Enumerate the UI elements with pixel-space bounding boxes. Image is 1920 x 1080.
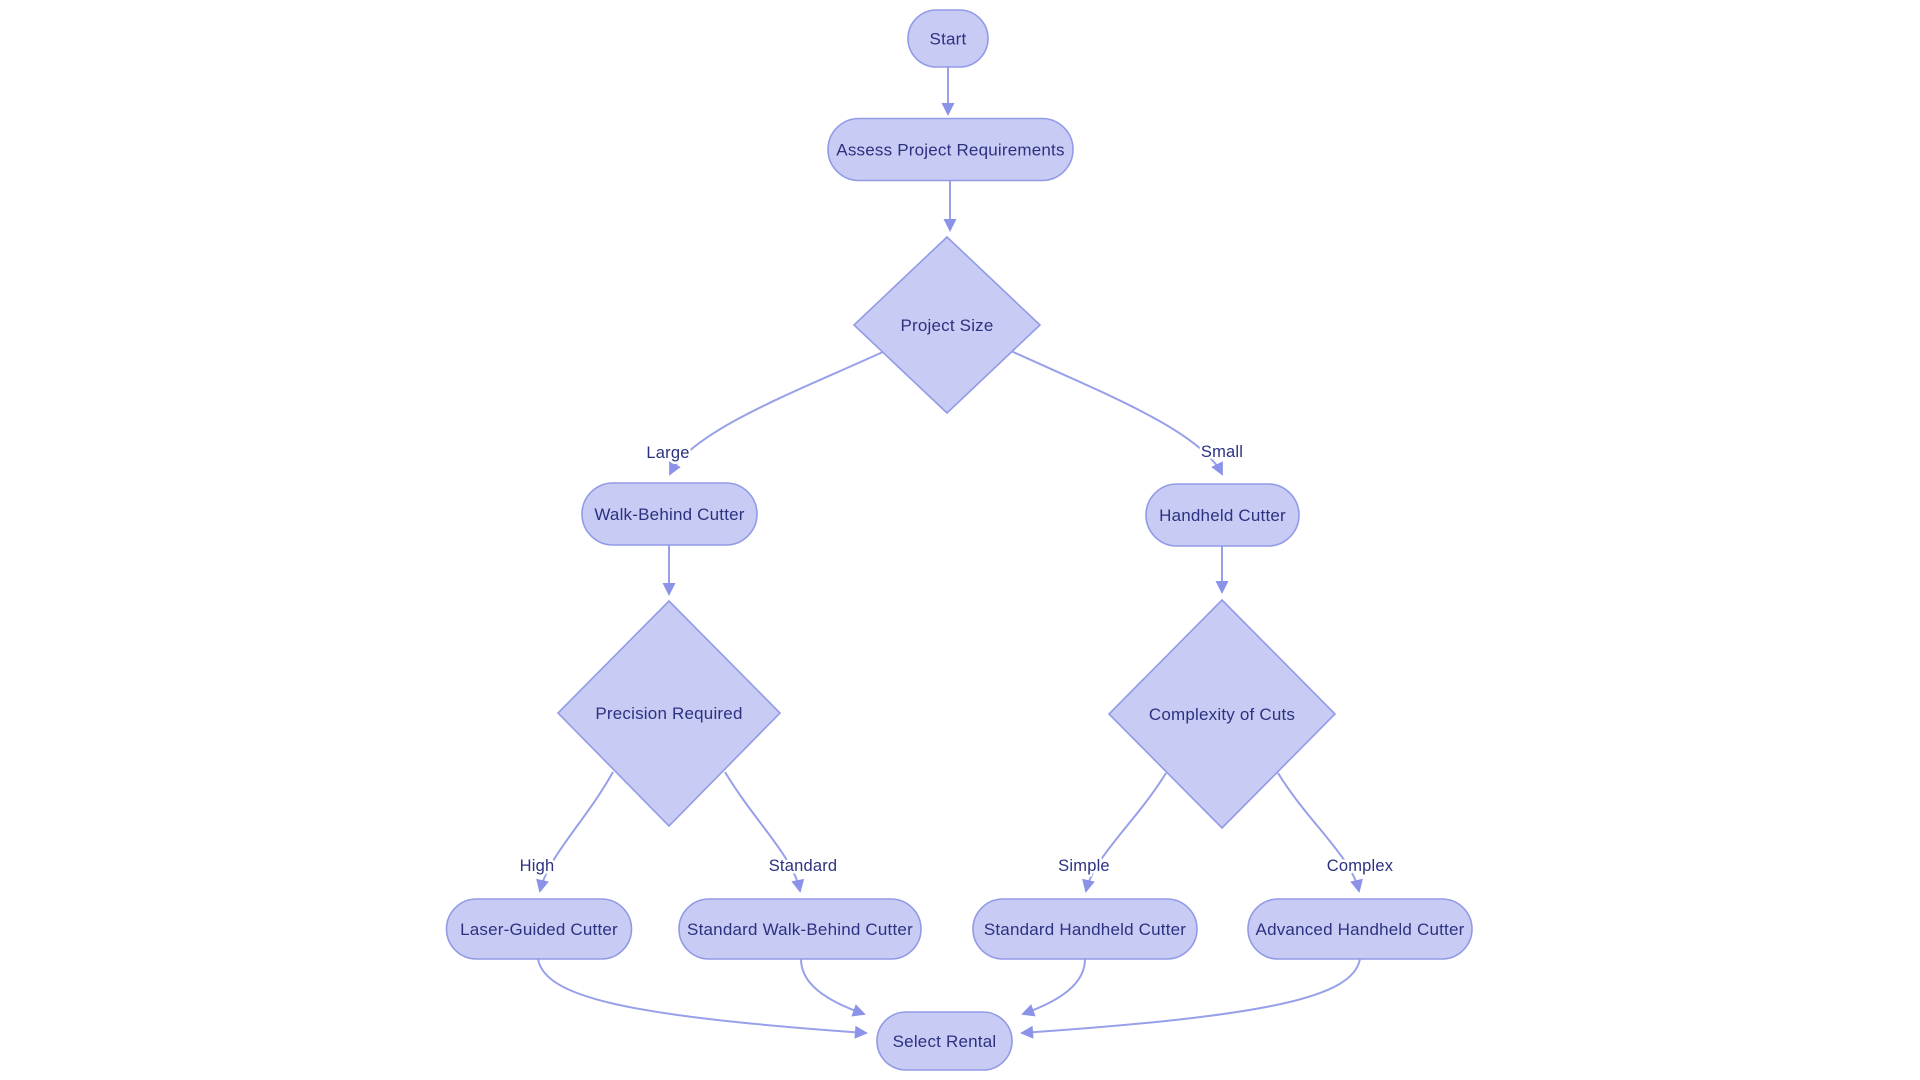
node-project-size: Project Size xyxy=(852,235,1042,415)
edge-projectsize-handheld xyxy=(1010,350,1223,476)
edge-precision-laser xyxy=(536,771,614,893)
edge-complexity-advhand xyxy=(1277,772,1363,893)
node-assess-shape xyxy=(827,117,1074,182)
node-select: Select Rental xyxy=(876,1011,1013,1071)
node-adv-hand-label: Advanced Handheld Cutter xyxy=(1256,920,1465,939)
node-handheld-label: Handheld Cutter xyxy=(1159,506,1286,525)
edge-label-large: Large xyxy=(646,444,689,462)
node-assess-label: Assess Project Requirements xyxy=(836,141,1064,160)
node-handheld: Handheld Cutter xyxy=(1145,483,1300,547)
nodes: Start Assess Project Requirements Projec… xyxy=(445,9,1473,1071)
node-std-hand-label: Standard Handheld Cutter xyxy=(984,920,1186,939)
node-complexity-shape xyxy=(1107,598,1337,830)
edge-precision-stdwalk xyxy=(724,771,805,893)
node-precision-label: Precision Required xyxy=(595,704,742,723)
edge-label-high: High xyxy=(520,857,555,875)
edge-projectsize-walkbehind xyxy=(669,350,886,476)
node-walk-behind: Walk-Behind Cutter xyxy=(581,482,758,546)
edge-labels: Large Small High Standard Simple Complex xyxy=(517,441,1396,878)
node-project-size-label: Project Size xyxy=(900,316,993,335)
node-laser-shape xyxy=(445,898,633,960)
edge-complexity-stdhand xyxy=(1082,772,1167,893)
node-select-label: Select Rental xyxy=(893,1032,997,1051)
node-walk-behind-label: Walk-Behind Cutter xyxy=(594,505,744,524)
node-precision-shape xyxy=(556,599,782,828)
node-start-label: Start xyxy=(930,30,967,49)
edge-stdwalk-select xyxy=(800,958,866,1017)
edges xyxy=(536,67,1363,1039)
node-std-hand: Standard Handheld Cutter xyxy=(972,898,1198,960)
edge-advhand-select xyxy=(1020,958,1361,1039)
node-assess: Assess Project Requirements xyxy=(827,117,1074,182)
node-adv-hand-shape xyxy=(1247,898,1473,960)
edge-label-complex: Complex xyxy=(1327,857,1394,875)
edge-label-small: Small xyxy=(1201,443,1243,461)
node-laser-label: Laser-Guided Cutter xyxy=(460,920,618,939)
node-start-shape xyxy=(907,9,989,68)
node-laser: Laser-Guided Cutter xyxy=(445,898,633,960)
node-complexity: Complexity of Cuts xyxy=(1107,598,1337,830)
node-precision: Precision Required xyxy=(556,599,782,828)
node-project-size-shape xyxy=(852,235,1042,415)
node-std-walk-shape xyxy=(678,898,922,960)
edge-stdhand-select xyxy=(1021,958,1086,1017)
edge-label-standard: Standard xyxy=(769,857,838,875)
node-std-walk-label: Standard Walk-Behind Cutter xyxy=(687,920,913,939)
node-handheld-shape xyxy=(1145,483,1300,547)
node-complexity-label: Complexity of Cuts xyxy=(1149,705,1295,724)
node-std-walk: Standard Walk-Behind Cutter xyxy=(678,898,922,960)
node-adv-hand: Advanced Handheld Cutter xyxy=(1247,898,1473,960)
node-select-shape xyxy=(876,1011,1013,1071)
node-std-hand-shape xyxy=(972,898,1198,960)
edge-label-simple: Simple xyxy=(1058,857,1110,875)
edge-laser-select xyxy=(537,958,868,1039)
node-start: Start xyxy=(907,9,989,68)
node-walk-behind-shape xyxy=(581,482,758,546)
